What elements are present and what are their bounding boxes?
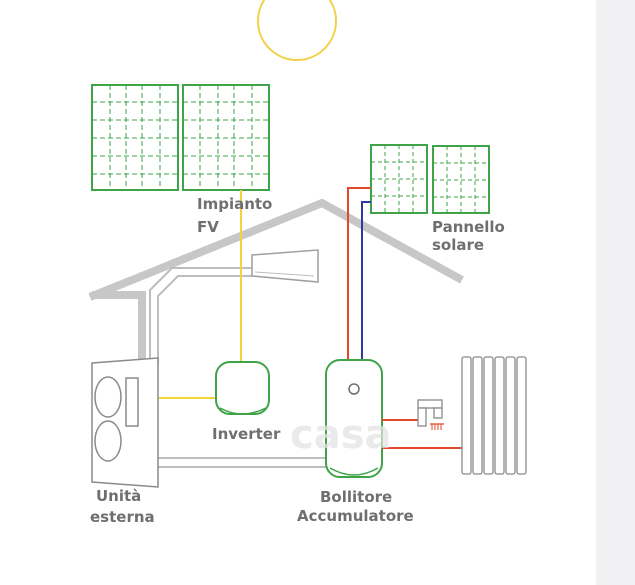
- label-outdoor-line2: esterna: [90, 508, 155, 526]
- label-solar-line2: solare: [432, 236, 484, 254]
- label-boiler-line1: Bollitore: [320, 488, 392, 506]
- house-wall: [92, 291, 146, 365]
- faucet-icon: [417, 399, 444, 430]
- air-conditioner-icon: [251, 249, 319, 283]
- heating-system-diagram: casa Impianto FV Pannello solare Inverte…: [88, 0, 527, 526]
- label-pv-line2: FV: [197, 218, 219, 236]
- watermark: casa: [290, 412, 392, 458]
- side-panel: [596, 0, 635, 585]
- solar-hot-pipe: [347, 187, 371, 360]
- refrigerant-pipes: [149, 267, 328, 468]
- house-roof: [88, 198, 464, 301]
- pv-panel-icon: [91, 84, 270, 191]
- solar-cold-pipe: [361, 201, 371, 360]
- label-boiler-line2: Accumulatore: [297, 507, 414, 525]
- heat-pump-outdoor-unit-icon: [91, 357, 159, 488]
- label-outdoor-line1: Unità: [96, 487, 141, 505]
- label-solar-line1: Pannello: [432, 218, 505, 236]
- sun-icon: [257, 0, 337, 61]
- inverter-icon: [215, 361, 270, 415]
- radiator-icon: [461, 356, 527, 475]
- label-pv-line1: Impianto: [197, 195, 272, 213]
- label-inverter: Inverter: [212, 425, 281, 443]
- solar-thermal-panel-icon: [370, 144, 490, 214]
- storage-tank-icon: [325, 359, 383, 478]
